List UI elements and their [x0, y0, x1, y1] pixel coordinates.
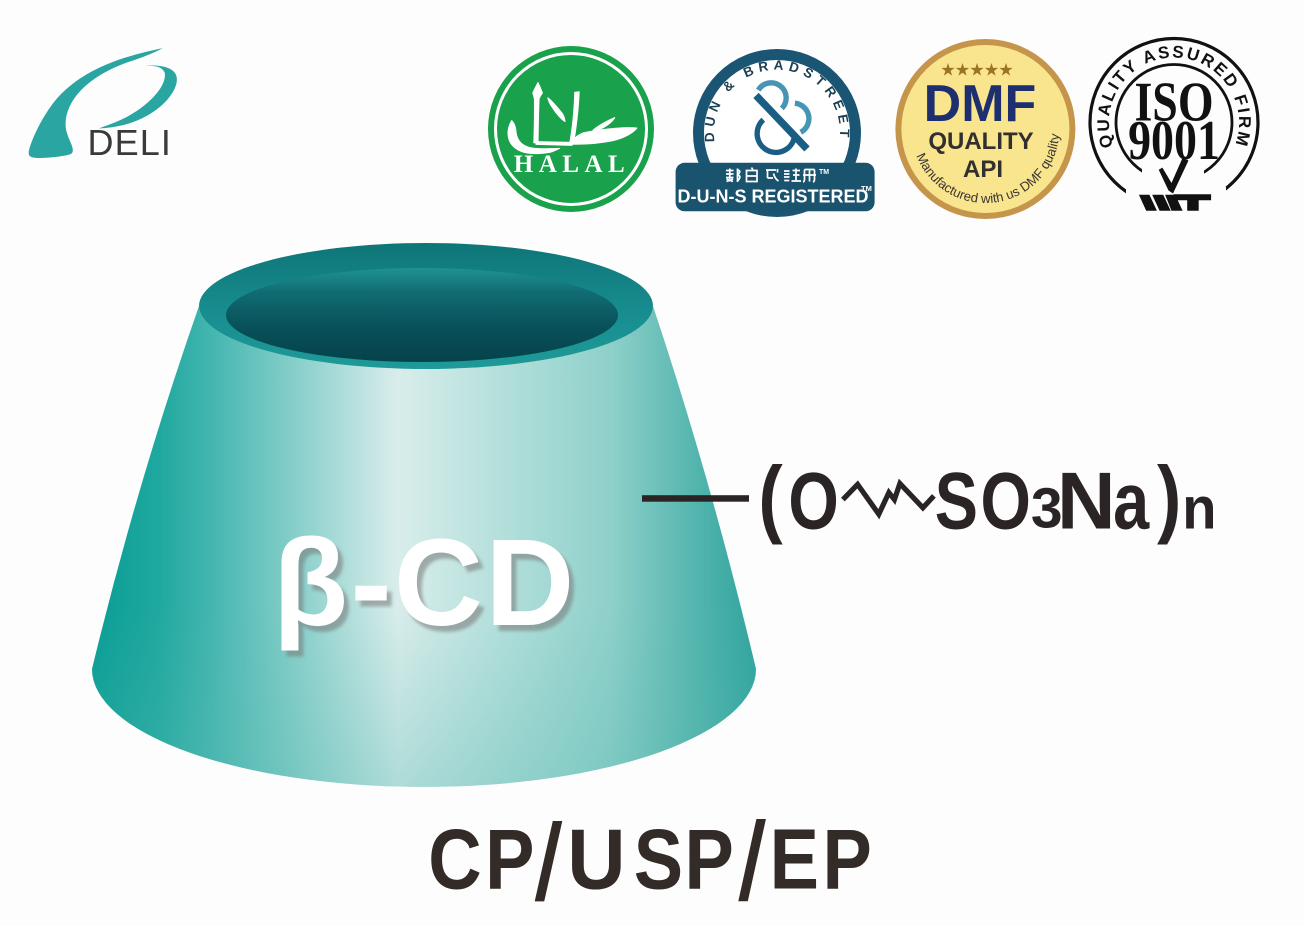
svg-text:3: 3 [1031, 477, 1063, 541]
svg-text:HALAL: HALAL [514, 151, 630, 178]
svg-text:TM: TM [861, 184, 872, 193]
svg-text:n: n [1182, 476, 1216, 542]
svg-text:TM: TM [819, 169, 829, 176]
svg-text:(: ( [758, 449, 783, 545]
svg-text:API: API [963, 156, 1003, 183]
svg-text:9001: 9001 [1128, 110, 1220, 172]
svg-text:C: C [428, 812, 481, 907]
svg-text:S: S [634, 812, 683, 907]
svg-text:P: P [823, 812, 872, 907]
svg-text:O: O [788, 455, 838, 546]
svg-text:DMF: DMF [924, 75, 1037, 133]
svg-text:QUALITY: QUALITY [928, 128, 1033, 155]
svg-text:β-CD: β-CD [273, 515, 577, 652]
svg-text:E: E [770, 812, 819, 907]
svg-text:O: O [981, 455, 1031, 546]
svg-text:D-U-N-S REGISTERED: D-U-N-S REGISTERED [677, 187, 868, 207]
svg-text:β-CD: β-CD [278, 521, 582, 658]
svg-text:DELI: DELI [88, 122, 172, 163]
svg-text:U: U [567, 812, 625, 907]
svg-text:N: N [1057, 456, 1116, 546]
svg-text:P: P [485, 812, 534, 907]
svg-text:S: S [935, 455, 978, 546]
svg-text:P: P [685, 812, 734, 907]
svg-text:a: a [1113, 455, 1150, 546]
svg-text:ISO: ISO [1134, 71, 1213, 133]
svg-text:): ) [1157, 449, 1181, 545]
